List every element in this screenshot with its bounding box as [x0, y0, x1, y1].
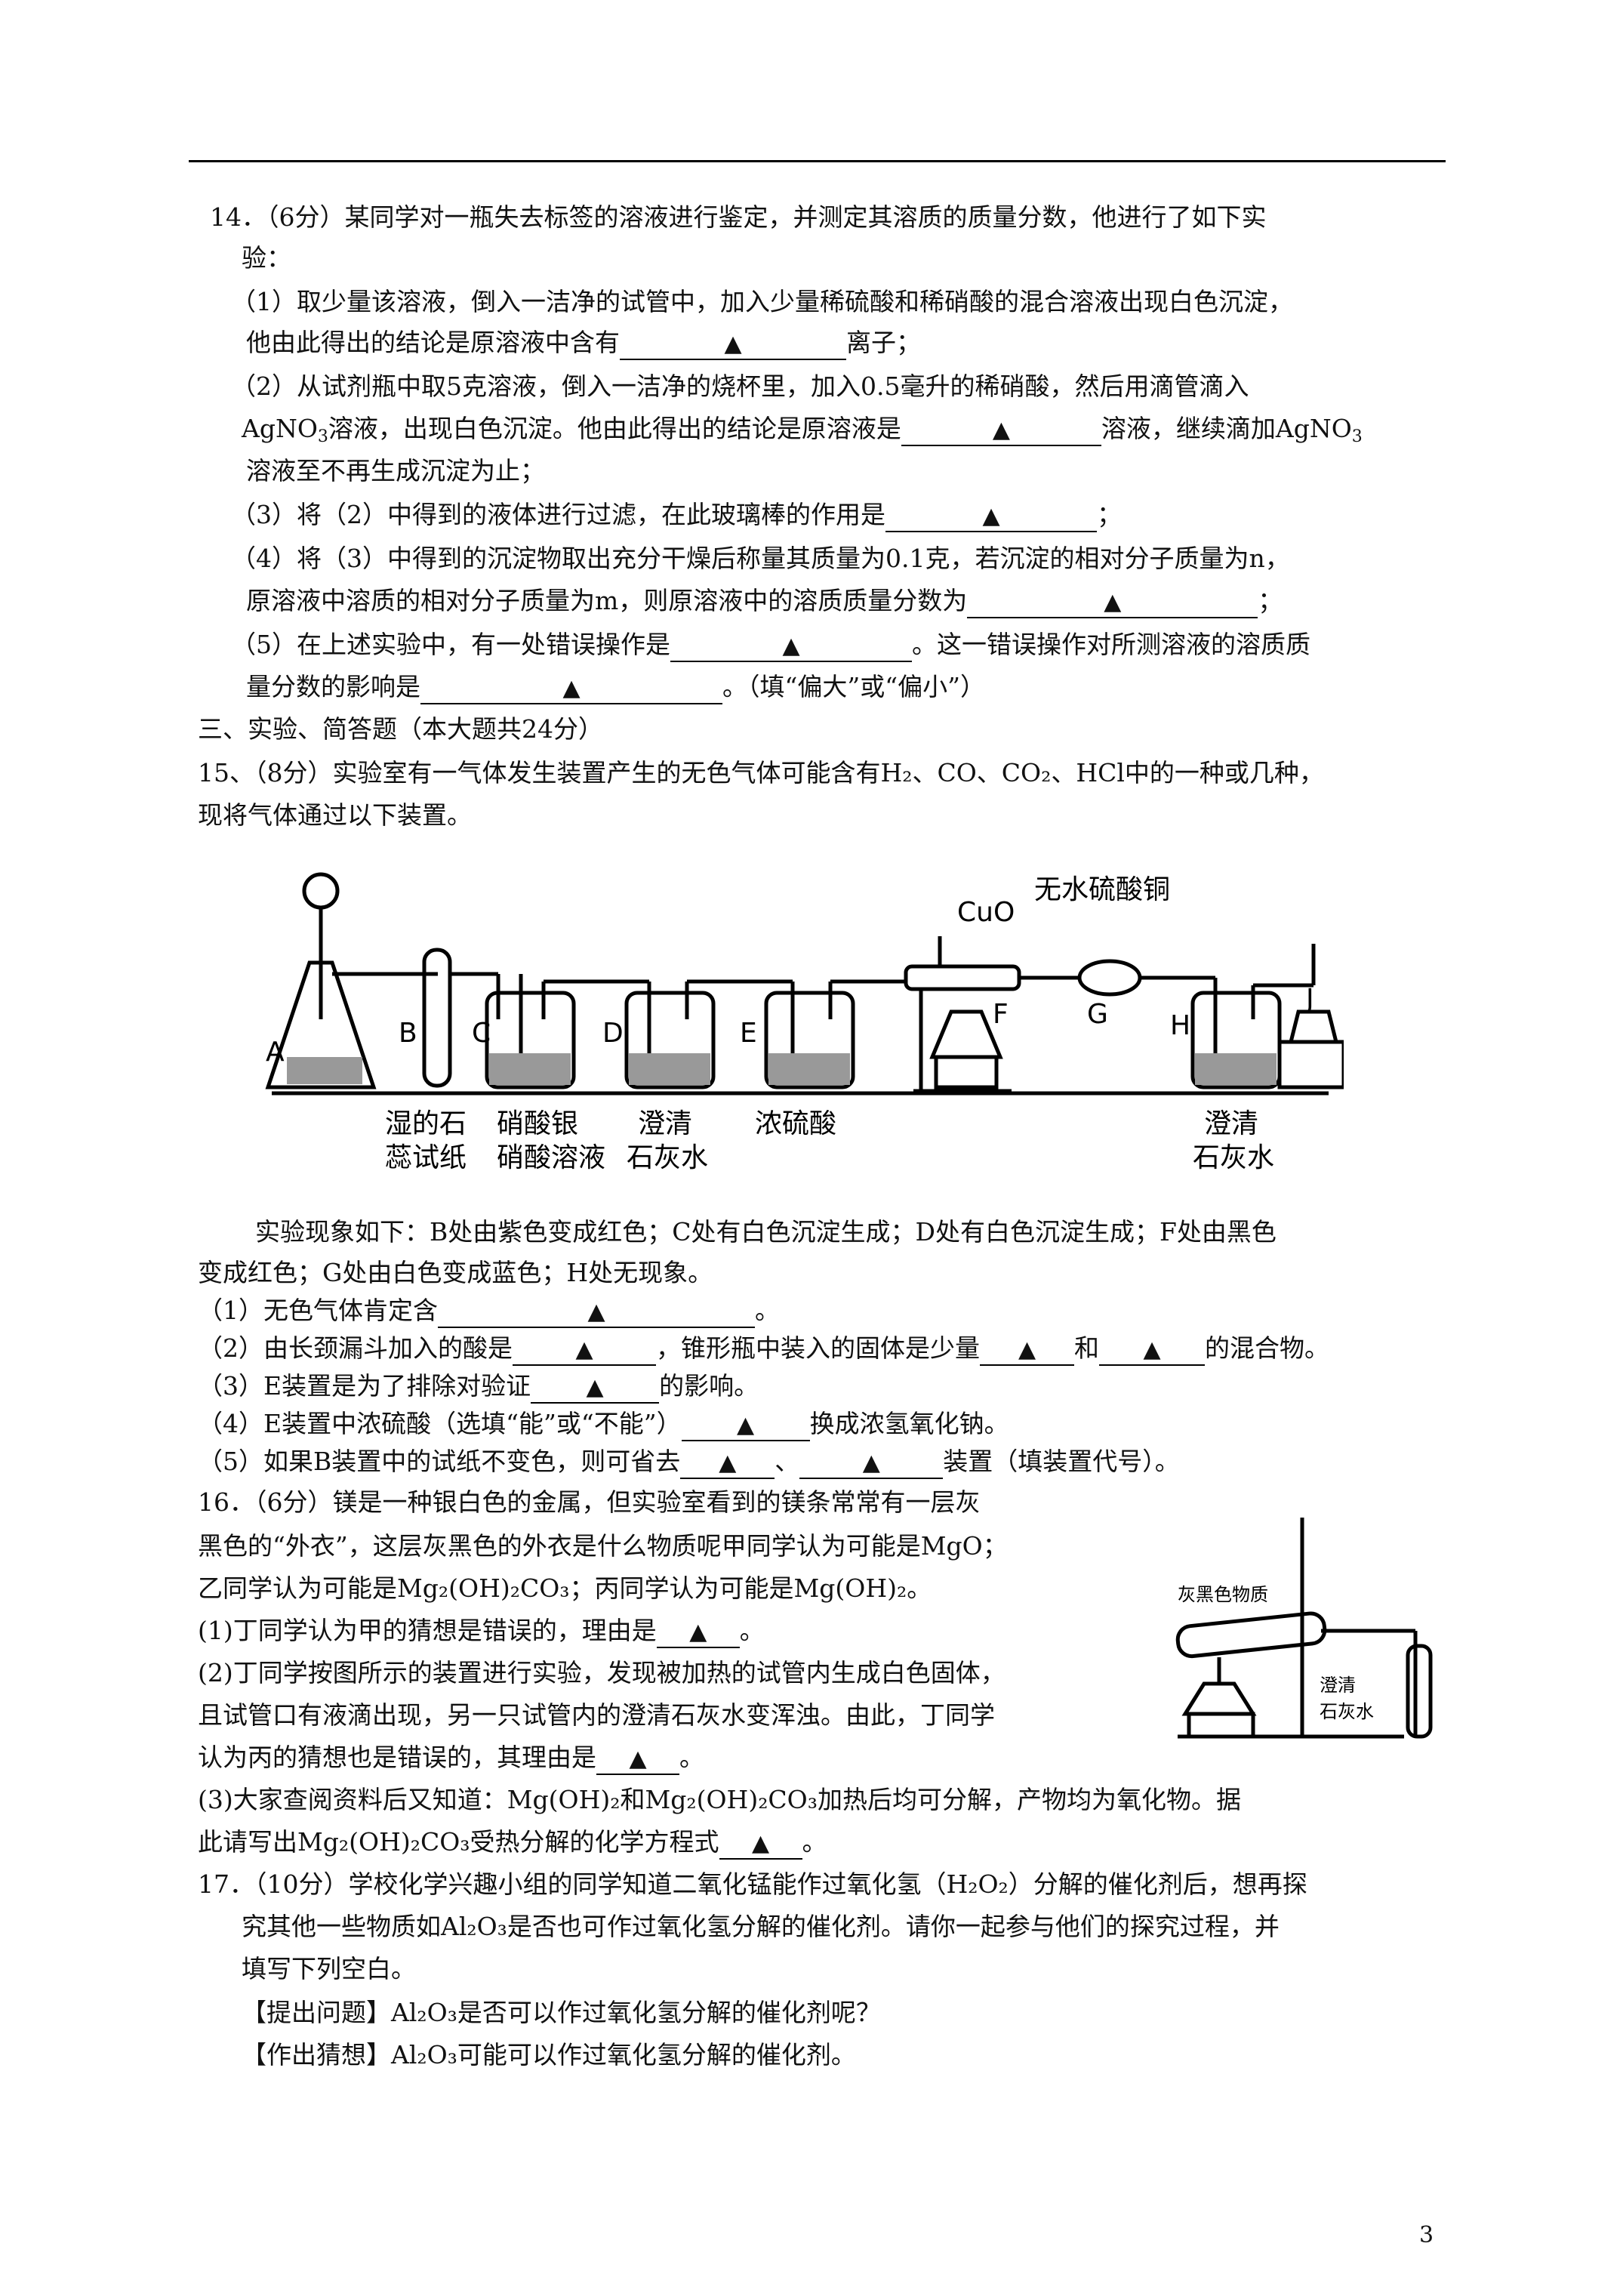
- answer-blank[interactable]: ▲: [656, 1616, 740, 1648]
- q15-sub2: （2）由长颈漏斗加入的酸是▲，锥形瓶中装入的固体是少量▲和▲的混合物。: [198, 1332, 1329, 1366]
- label-g: G: [1087, 999, 1108, 1030]
- caption-h2: 石灰水: [1193, 1142, 1274, 1173]
- caption-d1: 澄清: [638, 1108, 692, 1139]
- q16-heating-figure: 灰黑色物质 澄清 石灰水: [1175, 1518, 1433, 1739]
- caption-h1: 澄清: [1204, 1108, 1258, 1139]
- q14-part1: （1）取少量该溶液，倒入一洁净的试管中，加入少量稀硫酸和稀硝酸的混合溶液出现白色…: [231, 287, 1293, 316]
- q14-heading: 14．（6分）某同学对一瓶失去标签的溶液进行鉴定，并测定其溶质的质量分数，他进行…: [210, 202, 1267, 232]
- section-heading: 三、实验、简答题（本大题共24分）: [198, 714, 603, 744]
- q14-part1-cont: 他由此得出的结论是原溶液中含有▲离子；: [246, 326, 921, 360]
- q15-heading-cont: 现将气体通过以下装置。: [198, 800, 472, 830]
- q15-observation: 实验现象如下：B处由紫色变成红色；C处有白色沉淀生成；D处有白色沉淀生成；F处由…: [255, 1217, 1277, 1247]
- q16-line3: 乙同学认为可能是Mg₂(OH)₂CO₃；丙同学认为可能是Mg(OH)₂。: [198, 1573, 932, 1603]
- q17-line2: 究其他一些物质如Al₂O₃是否也可作过氧化氢分解的催化剂。请你一起参与他们的探究…: [242, 1912, 1280, 1941]
- label-e: E: [740, 1018, 757, 1049]
- label-h: H: [1170, 1010, 1190, 1041]
- label-lime-water1: 澄清: [1320, 1675, 1356, 1696]
- label-f: F: [993, 999, 1009, 1030]
- answer-blank[interactable]: ▲: [980, 1334, 1074, 1366]
- answer-blank[interactable]: ▲: [1099, 1334, 1205, 1366]
- label-c: C: [472, 1018, 491, 1049]
- answer-blank[interactable]: ▲: [420, 673, 722, 704]
- label-black-substance: 灰黑色物质: [1178, 1584, 1268, 1605]
- label-a: A: [266, 1037, 285, 1068]
- q14-part2-cont: AgNO3溶液，出现白色沉淀。他由此得出的结论是原溶液是▲溶液，继续滴加AgNO…: [242, 414, 1363, 446]
- q16-line9: 此请写出Mg₂(OH)₂CO₃受热分解的化学方程式▲。: [198, 1826, 827, 1860]
- caption-b2: 蕊试纸: [385, 1142, 467, 1173]
- answer-blank[interactable]: ▲: [967, 587, 1258, 618]
- q16-line4: (1)丁同学认为甲的猜想是错误的，理由是▲。: [198, 1614, 765, 1648]
- q16-line6: 且试管口有液滴出现，另一只试管内的澄清石灰水变浑浊。由此，丁同学: [198, 1700, 995, 1730]
- q16-line7: 认为丙的猜想也是错误的，其理由是▲。: [198, 1741, 704, 1775]
- answer-blank[interactable]: ▲: [596, 1743, 679, 1775]
- q16-line2: 黑色的“外衣”，这层灰黑色的外衣是什么物质呢甲同学认为可能是MgO；: [198, 1531, 1008, 1561]
- answer-blank[interactable]: ▲: [885, 501, 1097, 532]
- q17-line5: 【作出猜想】Al₂O₃可能可以作过氧化氢分解的催化剂。: [242, 2040, 856, 2069]
- label-d: D: [602, 1018, 624, 1049]
- answer-blank[interactable]: ▲: [531, 1372, 660, 1404]
- label-lime-water2: 石灰水: [1320, 1701, 1374, 1722]
- answer-blank[interactable]: ▲: [620, 328, 846, 360]
- answer-blank[interactable]: ▲: [680, 1447, 775, 1479]
- q15-sub3: （3）E装置是为了排除对验证▲的影响。: [198, 1370, 759, 1404]
- q14-part2: （2）从试剂瓶中取5克溶液，倒入一洁净的烧杯里，加入0.5毫升的稀硝酸，然后用滴…: [231, 371, 1249, 401]
- caption-b1: 湿的石: [385, 1108, 467, 1139]
- q14-part2-end: 溶液至不再生成沉淀为止；: [246, 456, 545, 485]
- label-cuo: CuO: [957, 897, 1015, 928]
- q16-line1: 16．（6分）镁是一种银白色的金属，但实验室看到的镁条常常有一层灰: [198, 1487, 981, 1517]
- q17-line1: 17．（10分）学校化学兴趣小组的同学知道二氧化锰能作过氧化氢（H₂O₂）分解的…: [198, 1869, 1307, 1899]
- q16-line8: (3)大家查阅资料后又知道：Mg(OH)₂和Mg₂(OH)₂CO₃加热后均可分解…: [198, 1785, 1241, 1814]
- label-cuso4: 无水硫酸铜: [1034, 874, 1170, 905]
- q14-part5: （5）在上述实验中，有一处错误操作是▲。这一错误操作对所测溶液的溶质质: [231, 628, 1310, 662]
- answer-blank[interactable]: ▲: [799, 1447, 944, 1479]
- q15-heading: 15、（8分）实验室有一气体发生装置产生的无色气体可能含有H₂、CO、CO₂、H…: [198, 758, 1324, 787]
- caption-e: 浓硫酸: [755, 1108, 836, 1139]
- q14-heading-cont: 验：: [242, 243, 291, 273]
- q15-observation-cont: 变成红色；G处由白色变成蓝色；H处无现象。: [198, 1258, 713, 1287]
- caption-c2: 硝酸溶液: [497, 1142, 605, 1173]
- answer-blank[interactable]: ▲: [719, 1828, 802, 1860]
- answer-blank[interactable]: ▲: [901, 415, 1101, 446]
- label-b: B: [399, 1018, 417, 1049]
- label-j: J: [1304, 984, 1314, 1015]
- q16-line5: (2)丁同学按图所示的装置进行实验，发现被加热的试管内生成白色固体，: [198, 1658, 1006, 1687]
- answer-blank[interactable]: ▲: [513, 1334, 656, 1366]
- q15-sub1: （1）无色气体肯定含▲。: [198, 1294, 780, 1328]
- header-rule: [189, 160, 1446, 162]
- q15-sub5: （5）如果B装置中的试纸不变色，则可省去▲、▲装置（填装置代号）。: [198, 1445, 1180, 1479]
- q17-line4: 【提出问题】Al₂O₃是否可以作过氧化氢分解的催化剂呢？: [242, 1998, 881, 2027]
- q15-sub4: （4）E装置中浓硫酸（选填“能”或“不能”）▲换成浓氢氧化钠。: [198, 1407, 1009, 1441]
- caption-c1: 硝酸银: [497, 1108, 578, 1139]
- answer-blank[interactable]: ▲: [670, 630, 912, 662]
- q14-part4-cont: 原溶液中溶质的相对分子质量为m，则原溶液中的溶质质量分数为▲；: [246, 584, 1283, 618]
- q14-part4: （4）将（3）中得到的沉淀物取出充分干燥后称量其质量为0.1克，若沉淀的相对分子…: [231, 544, 1290, 573]
- answer-blank[interactable]: ▲: [438, 1296, 755, 1328]
- answer-blank[interactable]: ▲: [681, 1410, 810, 1441]
- caption-d2: 石灰水: [627, 1142, 708, 1173]
- q14-part3: （3）将（2）中得到的液体进行过滤，在此玻璃棒的作用是▲；: [231, 498, 1122, 532]
- q14-part5-cont: 量分数的影响是▲。（填“偏大”或“偏小”）: [246, 670, 985, 704]
- q17-line3: 填写下列空白。: [242, 1954, 416, 1983]
- q15-apparatus-figure: A B C D E F G H J CuO 无水硫酸铜 湿的石 蕊试纸 硝酸银 …: [265, 872, 1344, 1173]
- page-number: 3: [1419, 2222, 1434, 2248]
